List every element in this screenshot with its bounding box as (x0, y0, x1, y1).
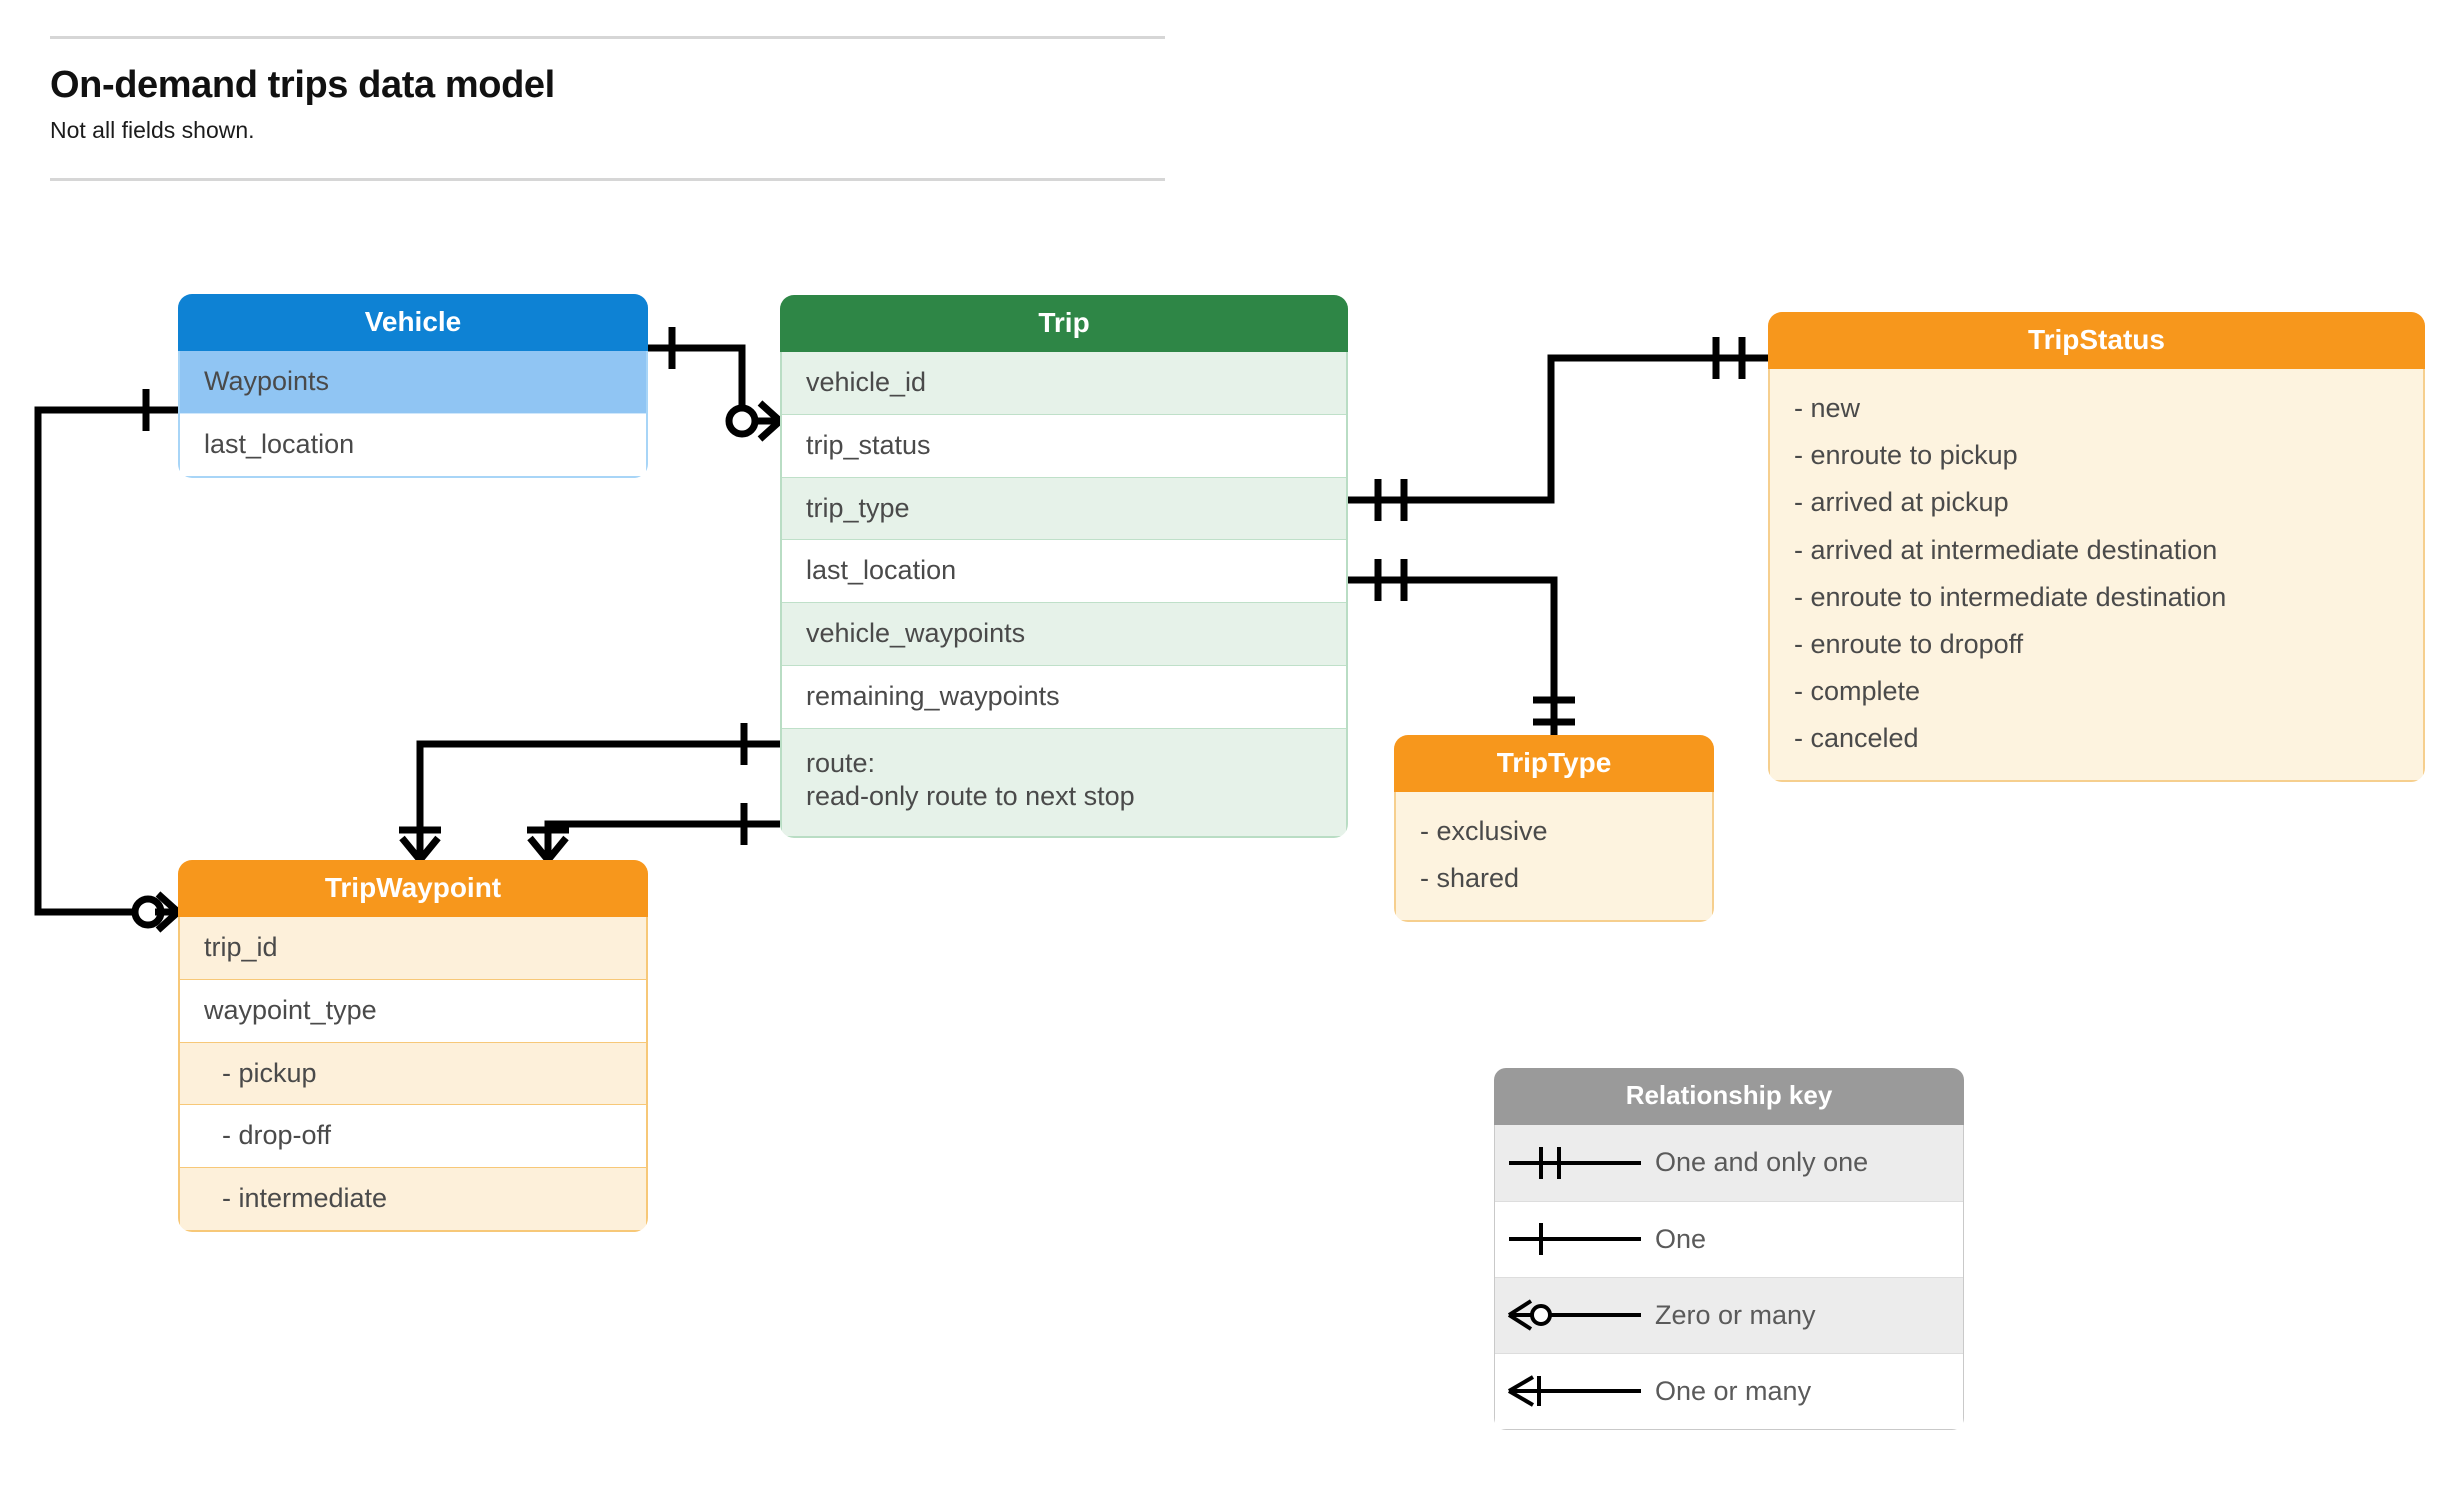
key-label: Zero or many (1655, 1299, 1816, 1330)
header-rule-top (50, 36, 1165, 39)
entity-trip-title: Trip (780, 295, 1348, 353)
enum-item-dropoff: - drop-off (180, 1104, 646, 1167)
entity-trip-waypoint-title: TripWaypoint (178, 860, 648, 918)
connector-remainingwaypoints-tripwaypoint (544, 820, 780, 860)
entity-trip-status-values: - new - enroute to pickup - arrived at p… (1768, 369, 2425, 783)
field-route-line1: route: (806, 747, 876, 778)
field-route[interactable]: route: read-only route to next stop (782, 727, 1346, 837)
enum-item-intermediate: - intermediate (180, 1167, 646, 1230)
entity-trip-waypoint-fields: trip_id waypoint_type - pickup - drop-of… (178, 917, 648, 1232)
header-rule-bottom (50, 178, 1165, 182)
entity-trip-waypoint[interactable]: TripWaypoint trip_id waypoint_type - pic… (178, 860, 648, 1232)
field-remaining-waypoints[interactable]: remaining_waypoints (782, 664, 1346, 728)
enum-item: - complete (1794, 676, 1921, 707)
entity-vehicle[interactable]: Vehicle Waypoints last_location (178, 294, 648, 478)
entity-trip-type[interactable]: TripType - exclusive - shared (1394, 735, 1714, 923)
enum-item: - exclusive (1420, 816, 1548, 847)
entity-trip-type-values: - exclusive - shared (1394, 792, 1714, 923)
field-trip-last-location[interactable]: last_location (782, 539, 1346, 602)
entity-trip-type-title: TripType (1394, 735, 1714, 793)
field-last-location[interactable]: last_location (180, 412, 646, 476)
relationship-key-rows: One and only one One (1494, 1124, 1964, 1430)
entity-trip-status-title: TripStatus (1768, 312, 2425, 370)
key-label: One and only one (1655, 1147, 1869, 1178)
key-row-one: One (1495, 1200, 1963, 1277)
field-waypoint-type[interactable]: waypoint_type (180, 978, 646, 1042)
entity-trip-status[interactable]: TripStatus - new - enroute to pickup - a… (1768, 312, 2425, 783)
one-or-many-icon (1495, 1369, 1655, 1413)
entity-trip[interactable]: Trip vehicle_id trip_status trip_type la… (780, 295, 1348, 839)
field-vehicle-id[interactable]: vehicle_id (782, 352, 1346, 414)
connector-vehiclewaypoints-tripwaypoint (416, 740, 780, 860)
entity-vehicle-title: Vehicle (178, 294, 648, 352)
one-and-only-one-icon (1495, 1141, 1655, 1185)
enum-item: - shared (1420, 863, 1520, 894)
key-label: One (1655, 1223, 1707, 1254)
enum-item: - arrived at pickup (1794, 487, 2009, 518)
page-subtitle: Not all fields shown. (50, 116, 255, 143)
connector-vehicle-tripwaypoint (34, 406, 178, 916)
field-route-line2: read-only route to next stop (806, 781, 1135, 812)
enum-item: - new (1794, 393, 1861, 424)
field-trip-type[interactable]: trip_type (782, 476, 1346, 540)
connector-trip-triptype (1348, 576, 1558, 735)
one-icon (1495, 1217, 1655, 1261)
enum-item: - enroute to intermediate destination (1794, 581, 2227, 612)
page-title: On-demand trips data model (50, 64, 555, 106)
page-header: On-demand trips data model Not all field… (50, 36, 1165, 182)
key-label: One or many (1655, 1375, 1812, 1406)
enum-item: - enroute to pickup (1794, 440, 2018, 471)
key-row-one-or-many: One or many (1495, 1352, 1963, 1429)
field-vehicle-waypoints[interactable]: vehicle_waypoints (782, 602, 1346, 665)
entity-trip-fields: vehicle_id trip_status trip_type last_lo… (780, 352, 1348, 839)
zero-or-many-icon (1495, 1293, 1655, 1337)
entity-vehicle-fields: Waypoints last_location (178, 351, 648, 478)
field-trip-status[interactable]: trip_status (782, 413, 1346, 477)
enum-item: - canceled (1794, 723, 1919, 754)
relationship-key-title: Relationship key (1494, 1068, 1964, 1125)
key-row-zero-or-many: Zero or many (1495, 1276, 1963, 1353)
enum-item: - enroute to dropoff (1794, 628, 2024, 659)
connector-trip-tripstatus (1348, 354, 1768, 504)
relationship-key-panel: Relationship key One and only one (1494, 1068, 1964, 1430)
connector-vehicle-trip (648, 344, 780, 425)
key-row-one-and-only-one: One and only one (1495, 1124, 1963, 1201)
field-waypoints[interactable]: Waypoints (180, 351, 646, 413)
field-trip-id[interactable]: trip_id (180, 917, 646, 979)
enum-item: - arrived at intermediate destination (1794, 534, 2218, 565)
enum-item-pickup: - pickup (180, 1041, 646, 1105)
